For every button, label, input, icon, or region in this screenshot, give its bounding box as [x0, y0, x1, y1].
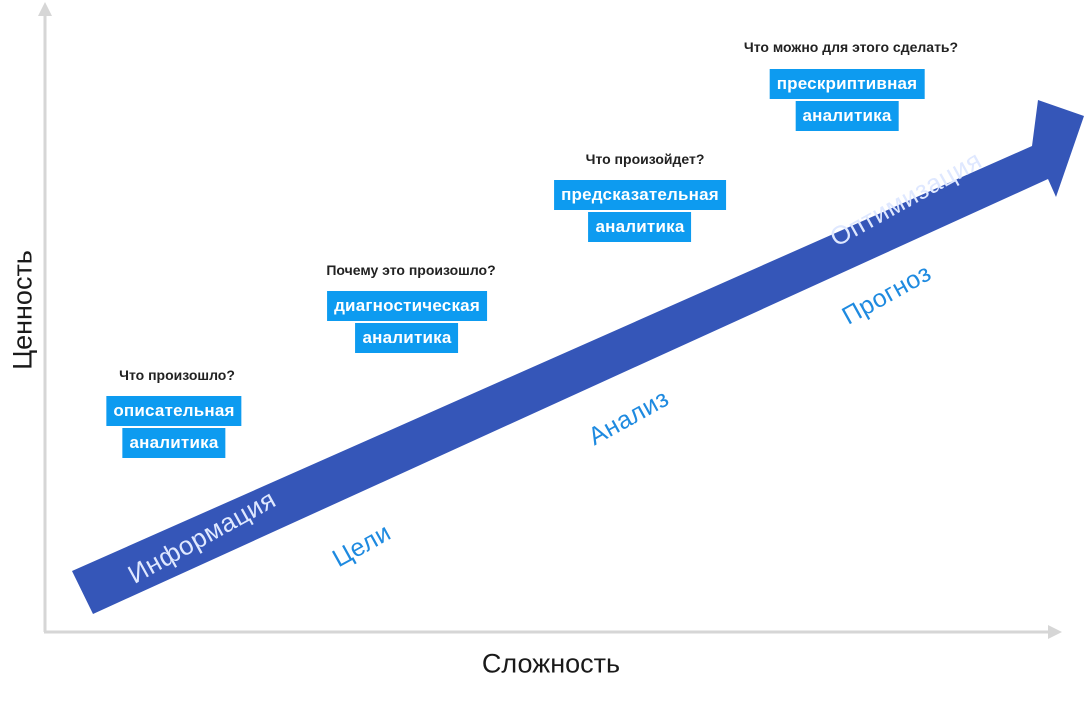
- x-axis-title: Сложность: [481, 648, 621, 679]
- x-axis-arrowhead: [1048, 625, 1062, 639]
- stage-tag-line: прескриптивная: [769, 69, 925, 99]
- y-axis-title: Ценность: [7, 250, 38, 370]
- stage-tag-line: аналитика: [122, 428, 226, 458]
- stage-tag: прескриптивная аналитика: [769, 69, 925, 133]
- stage-tag-line: аналитика: [795, 101, 899, 131]
- stage-tag-line: аналитика: [588, 212, 692, 242]
- stage-question: Что произошло?: [119, 367, 235, 383]
- stage-tag-line: аналитика: [355, 323, 459, 353]
- stage-question: Почему это произошло?: [326, 262, 496, 278]
- growth-arrow: [72, 100, 1084, 614]
- stage-tag: описательная аналитика: [106, 396, 242, 460]
- y-axis-arrowhead: [38, 2, 52, 16]
- stage-tag-line: описательная: [106, 396, 242, 426]
- stage-question: Что можно для этого сделать?: [743, 39, 959, 55]
- stage-tag-line: предсказательная: [554, 180, 726, 210]
- stage-tag: диагностическая аналитика: [327, 291, 487, 355]
- stage-tag: предсказательная аналитика: [554, 180, 726, 244]
- stage-tag-line: диагностическая: [327, 291, 487, 321]
- stage-question: Что произойдет?: [585, 151, 705, 167]
